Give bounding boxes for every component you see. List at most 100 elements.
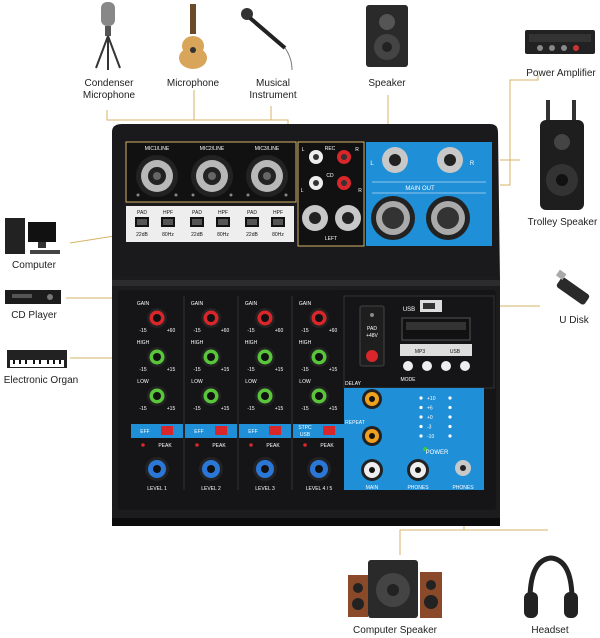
knob-cap [207,314,215,322]
power-amplifier-icon [525,30,595,54]
meter-label: -10 [427,434,434,440]
scale-label: +15 [221,406,230,412]
computer-label: Computer [12,260,56,271]
main-out-label: MAIN OUT [405,186,435,192]
musical-instrument-label: Musical Instrument [249,78,297,101]
rca-section [297,141,365,247]
xlr-pin [208,172,216,180]
scale-label: -15 [301,328,308,334]
switch-lever [218,219,228,225]
cd-player-label: CD Player [11,310,57,321]
channel-strip: GAIN-15+60HIGH-15+15LOW-15+15EFFPEAKLEVE… [183,296,237,492]
eff-button[interactable] [269,426,281,435]
peak-label: PEAK [320,443,334,449]
usb-select-label: USB [300,432,311,438]
usb-badge: USB [450,349,461,355]
knob-cap [153,353,161,361]
switch-lever [247,219,257,225]
scale-label: +15 [329,367,338,373]
switch-lever [163,219,173,225]
eff-button[interactable] [323,426,335,435]
l-label: L [370,161,374,167]
knob-cap [315,465,323,473]
stpc-label: STPC [298,425,312,431]
scale-label: -15 [139,406,146,412]
eff-button[interactable] [215,426,227,435]
peak-led [249,443,253,447]
gain-label: GAIN [191,301,204,307]
mode-label: MODE [401,377,417,383]
meter-led [419,415,423,419]
high-label: HIGH [137,340,150,346]
meter-led [419,424,423,429]
input-label: MIC2/LINE [200,146,225,152]
channel-strip: GAIN-15+60HIGH-15+15LOW-15+15EFFPEAKLEVE… [237,296,291,492]
screw [136,193,140,197]
scale-label: +15 [167,406,176,412]
meter-label: +0 [427,415,433,421]
high-label: HIGH [191,340,204,346]
switch-value: 80Hz [217,232,229,238]
peak-label: PEAK [212,443,226,449]
meter-label: +10 [427,396,436,402]
knob-cap [207,465,215,473]
knob-cap [261,314,269,322]
gain-label: GAIN [245,301,258,307]
screw [284,193,288,197]
screw [191,193,195,197]
mp3-label: MP3 [415,349,426,355]
switch-label: PAD [137,210,147,216]
trolley-speaker-icon [540,100,584,210]
electronic-organ-label: Electronic Organ [3,375,79,386]
computer-speaker-label: Computer Speaker [353,625,437,636]
u-disk-label: U Disk [559,315,589,326]
eff-button[interactable] [161,426,173,435]
meter-label: +6 [427,406,433,412]
cd-label: CD [326,173,334,179]
gain-label: GAIN [299,301,312,307]
low-label: LOW [245,379,257,385]
cd-player-icon [5,290,61,304]
switch-value: 22dB [246,232,258,238]
scale-label: +15 [275,367,284,373]
meter-led [419,405,423,410]
scale-label: -15 [247,328,254,334]
level-label: LEVEL 3 [255,486,275,492]
peak-led [303,443,307,447]
meter-led [448,415,452,419]
eff-strip [131,424,183,438]
channel-strip: GAIN-15+60HIGH-15+15LOW-15+15STPCUSBPEAK… [291,296,345,492]
microphone-label: Microphone [166,78,220,89]
l-label: L [301,188,304,194]
power-led [423,447,427,451]
scale-label: -15 [193,367,200,373]
headset-icon [524,555,578,618]
scale-label: -15 [247,367,254,373]
scale-label: +15 [329,406,338,412]
meter-label: -3 [427,425,432,431]
delay-label: DELAY [345,381,362,387]
usb-port[interactable] [423,303,435,309]
switch-value: 22dB [191,232,203,238]
knob-cap [207,392,215,400]
pad48-label: PAD [367,326,377,332]
peak-led [195,443,199,447]
input-label: MIC1/LINE [145,146,170,152]
knob-cap [207,353,215,361]
eff-strip [239,424,291,438]
phones-label: PHONES [407,485,429,491]
high-label: HIGH [299,340,312,346]
knob-cap [315,314,323,322]
scale-label: +60 [221,328,230,334]
meter-led [448,424,452,429]
scale-label: -15 [193,406,200,412]
scale-label: +60 [329,328,338,334]
eff-label: EFF [194,429,203,435]
high-label: HIGH [245,340,258,346]
right-section: +10 +6 +0 -3 -10 [343,295,495,490]
low-label: LOW [191,379,203,385]
input-label: MIC3/LINE [255,146,280,152]
meter-led [419,396,423,400]
